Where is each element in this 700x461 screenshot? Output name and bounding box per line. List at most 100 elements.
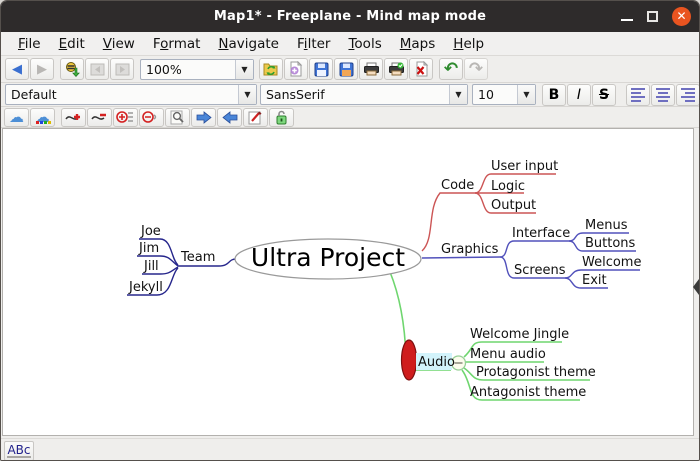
- font-combobox[interactable]: SansSerif ▼: [260, 84, 468, 105]
- collapse-arrow-icon: [693, 279, 699, 295]
- menu-tools[interactable]: Tools: [348, 35, 382, 52]
- align-center-icon: [656, 87, 670, 102]
- chevron-down-icon[interactable]: ▼: [238, 85, 256, 104]
- node-menus[interactable]: Menus: [585, 218, 628, 233]
- main-toolbar: ◀ ▶ 100% ▼: [1, 56, 699, 83]
- node-jekyll[interactable]: Jekyll: [129, 280, 163, 295]
- cloud-color-button[interactable]: ☁: [30, 107, 55, 127]
- new-map-button[interactable]: [60, 58, 84, 80]
- node-user-input[interactable]: User input: [491, 159, 559, 174]
- close-button[interactable]: ✕: [672, 7, 691, 26]
- align-left-button[interactable]: [626, 83, 650, 106]
- print-preview-button[interactable]: [384, 58, 408, 80]
- menu-view[interactable]: View: [102, 35, 135, 52]
- font-value: SansSerif: [266, 87, 325, 102]
- redo-button[interactable]: ↷: [464, 58, 488, 80]
- style-combobox[interactable]: Default ▼: [5, 84, 257, 105]
- root-node-ellipse[interactable]: [234, 238, 422, 280]
- unfold-all-button[interactable]: [113, 107, 138, 127]
- strikethrough-button[interactable]: S: [592, 83, 616, 106]
- node-welcome[interactable]: Welcome: [582, 255, 642, 270]
- remove-connector-button[interactable]: [87, 107, 112, 127]
- menu-maps[interactable]: Maps: [399, 35, 436, 52]
- fold-all-button[interactable]: [139, 107, 164, 127]
- save-as-icon: [339, 62, 353, 76]
- maximize-button[interactable]: [647, 11, 658, 22]
- mindmap-edges: [127, 173, 640, 401]
- node-interface[interactable]: Interface: [512, 226, 571, 241]
- next-node-button[interactable]: [191, 107, 216, 127]
- menu-help[interactable]: Help: [453, 35, 485, 52]
- minimize-button[interactable]: [621, 19, 633, 21]
- next-map-icon: [115, 63, 129, 75]
- print-icon: [363, 62, 379, 76]
- align-center-button[interactable]: [651, 83, 675, 106]
- node-output[interactable]: Output: [491, 198, 537, 213]
- unfold-all-icon: [116, 111, 133, 123]
- spellcheck-label: ABc: [7, 442, 31, 458]
- audio-marker-oval[interactable]: [400, 339, 418, 381]
- spellcheck-button[interactable]: ABc: [4, 440, 34, 460]
- italic-button[interactable]: I: [567, 83, 591, 106]
- arrow-right-icon: [196, 110, 212, 124]
- save-as-button[interactable]: [334, 58, 358, 80]
- node-joe[interactable]: Joe: [141, 224, 161, 239]
- node-logic[interactable]: Logic: [491, 179, 525, 194]
- open-map-button[interactable]: [259, 58, 283, 80]
- panel-collapse-handle[interactable]: [693, 274, 699, 300]
- node-graphics[interactable]: Graphics: [441, 242, 499, 257]
- undo-button[interactable]: ↶: [439, 58, 463, 80]
- zoom-selection-button[interactable]: [165, 107, 190, 127]
- font-size-combobox[interactable]: 10 ▼: [472, 84, 536, 105]
- node-jill[interactable]: Jill: [144, 259, 159, 274]
- node-code[interactable]: Code: [441, 178, 475, 193]
- new-document-button[interactable]: [284, 58, 308, 80]
- remove-connector-icon: [90, 113, 106, 120]
- chevron-down-icon[interactable]: ▼: [517, 85, 535, 104]
- node-jim[interactable]: Jim: [139, 241, 160, 256]
- print-button[interactable]: [359, 58, 383, 80]
- node-root[interactable]: Ultra Project: [250, 243, 406, 272]
- node-welcome-jingle[interactable]: Welcome Jingle: [470, 327, 570, 342]
- back-button[interactable]: ◀: [5, 58, 29, 80]
- cloud-button[interactable]: ☁: [4, 107, 29, 127]
- forward-button[interactable]: ▶: [30, 58, 54, 80]
- chevron-down-icon[interactable]: ▼: [235, 59, 253, 79]
- new-map-icon: [66, 62, 80, 77]
- menu-format[interactable]: Format: [152, 35, 201, 52]
- color-dots-icon: [36, 120, 51, 124]
- zoom-combobox[interactable]: 100% ▼: [140, 58, 254, 80]
- node-antagonist-theme[interactable]: Antagonist theme: [470, 385, 587, 400]
- menu-bar: File Edit View Format Navigate Filter To…: [1, 32, 699, 56]
- node-buttons[interactable]: Buttons: [585, 236, 636, 251]
- edit-node-button[interactable]: [243, 107, 268, 127]
- next-map-button[interactable]: [110, 58, 134, 80]
- lock-button[interactable]: [269, 107, 294, 127]
- node-exit[interactable]: Exit: [582, 273, 607, 288]
- map-canvas[interactable]: Ultra Project Team Joe Jim Jill Jekyll C…: [2, 128, 694, 436]
- undo-icon: ↶: [443, 58, 459, 79]
- menu-navigate[interactable]: Navigate: [218, 35, 279, 52]
- align-right-button[interactable]: [676, 83, 699, 106]
- close-map-button[interactable]: [409, 58, 433, 80]
- magnifier-icon: [170, 110, 184, 124]
- chevron-down-icon[interactable]: ▼: [449, 85, 467, 104]
- node-audio[interactable]: Audio: [418, 355, 455, 370]
- bold-button[interactable]: B: [542, 83, 566, 106]
- add-connector-button[interactable]: [61, 107, 86, 127]
- save-button[interactable]: [309, 58, 333, 80]
- node-protagonist-theme[interactable]: Protagonist theme: [476, 365, 596, 380]
- add-connector-icon: [64, 114, 80, 120]
- fold-all-icon: [142, 111, 157, 123]
- prev-map-button[interactable]: [85, 58, 109, 80]
- node-team[interactable]: Team: [181, 250, 216, 265]
- node-screens[interactable]: Screens: [514, 263, 566, 278]
- node-menu-audio[interactable]: Menu audio: [470, 347, 546, 362]
- menu-filter[interactable]: Filter: [297, 35, 331, 52]
- edit-toolbar: ☁ ☁: [1, 107, 699, 128]
- menu-edit[interactable]: Edit: [58, 35, 85, 52]
- previous-node-button[interactable]: [217, 107, 242, 127]
- title-bar[interactable]: Map1* - Freeplane - Mind map mode ✕: [1, 1, 699, 32]
- menu-file[interactable]: File: [18, 35, 41, 52]
